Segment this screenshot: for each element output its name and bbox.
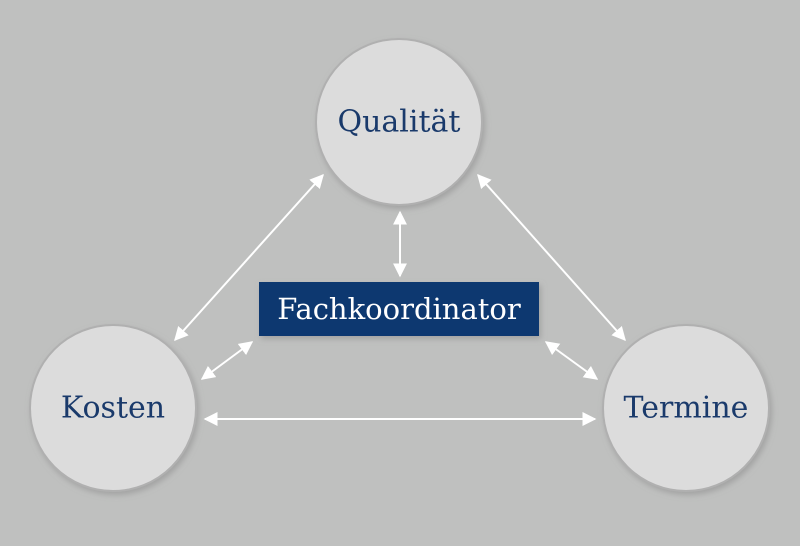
node-deadlines-label: Termine xyxy=(624,391,749,426)
node-costs-label: Kosten xyxy=(61,391,165,426)
arrow-coordinator-costs xyxy=(200,341,254,380)
node-quality-label: Qualität xyxy=(338,105,461,140)
node-deadlines: Termine xyxy=(602,324,770,492)
arrow-quality-deadlines xyxy=(477,173,626,342)
coordinator-box: Fachkoordinator xyxy=(259,282,539,336)
coordinator-label: Fachkoordinator xyxy=(277,292,521,326)
node-quality: Qualität xyxy=(315,38,483,206)
node-costs: Kosten xyxy=(29,324,197,492)
arrow-quality-costs xyxy=(174,173,324,342)
arrow-coordinator-deadlines xyxy=(544,341,599,380)
